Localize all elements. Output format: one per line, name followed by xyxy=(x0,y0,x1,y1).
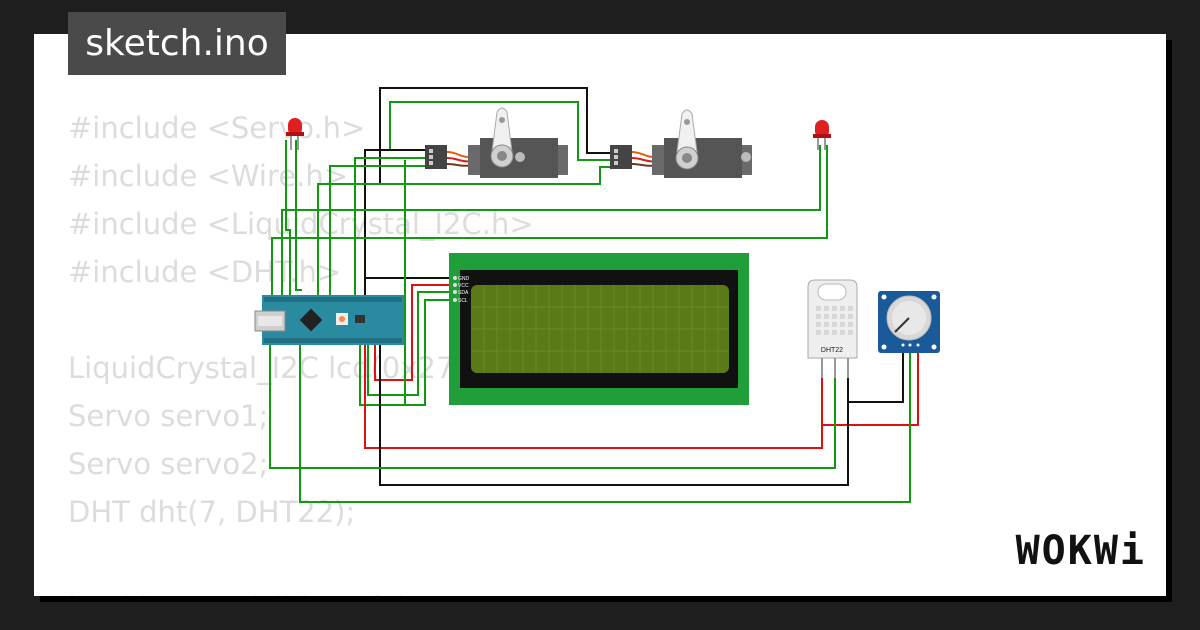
wire-black-lcd-gnd xyxy=(364,277,455,300)
filename-label: sketch.ino xyxy=(85,23,269,64)
servo-2[interactable] xyxy=(610,109,752,178)
wire-black-servo2 xyxy=(379,87,612,185)
wire-green-servo2 xyxy=(389,101,612,161)
servo-1[interactable] xyxy=(425,107,568,178)
wire-green-servo1-a xyxy=(354,157,425,295)
wire-green-led1-b xyxy=(285,140,291,295)
wire-red-pot xyxy=(822,350,919,426)
dht22-sensor[interactable]: DHT22 xyxy=(807,279,858,378)
wire-green-servo2-sig xyxy=(317,166,612,295)
wokwi-logo: WOKWi xyxy=(1015,528,1146,574)
code-line: Servo servo1; xyxy=(68,399,269,433)
lcd-pin-gnd: GND xyxy=(458,276,470,282)
led-red-1[interactable] xyxy=(286,118,304,150)
lcd-2004-i2c[interactable]: GND VCC SDA SCL xyxy=(449,253,749,405)
wire-black-pot xyxy=(848,350,904,403)
wire-green-pot-sig xyxy=(299,345,911,503)
code-line: #include <LiquidCrystal_I2C.h> xyxy=(68,207,534,241)
arduino-nano[interactable] xyxy=(254,295,404,345)
wire-green-led1 xyxy=(295,140,302,291)
code-line: bool isDataVisible = false; xyxy=(68,584,568,596)
code-background: #include <Servo.h> #include <Wire.h> #incl… xyxy=(68,104,568,596)
wire-black-dht xyxy=(379,345,849,486)
wire-green-lcd-scl xyxy=(359,299,455,406)
code-line: DHT dht(7, DHT22); xyxy=(68,495,356,529)
wire-green-led2-b xyxy=(271,145,828,295)
potentiometer[interactable] xyxy=(878,291,940,353)
wires xyxy=(269,87,919,503)
lcd-pin-vcc: VCC xyxy=(458,283,469,289)
wire-green-dht-data xyxy=(269,345,836,469)
code-line: #include <Wire.h> xyxy=(68,159,349,193)
filename-tab[interactable]: sketch.ino xyxy=(68,12,286,75)
wire-red-dht xyxy=(364,345,823,449)
wire-green-led2 xyxy=(281,145,821,295)
wire-black-servo1 xyxy=(364,149,425,295)
wire-red-lcd-vcc xyxy=(374,284,455,381)
wire-green-servo1-b xyxy=(329,165,425,295)
lcd-grid xyxy=(471,285,729,373)
wire-green-lcd-sda xyxy=(367,291,455,396)
led-red-2[interactable] xyxy=(813,120,831,150)
code-line: Servo servo2; xyxy=(68,447,269,481)
lcd-pin-scl: SCL xyxy=(458,298,468,304)
lcd-pin-sda: SDA xyxy=(458,290,469,296)
code-line: #include <Servo.h> xyxy=(68,111,366,145)
dht-label: DHT22 xyxy=(821,347,843,354)
